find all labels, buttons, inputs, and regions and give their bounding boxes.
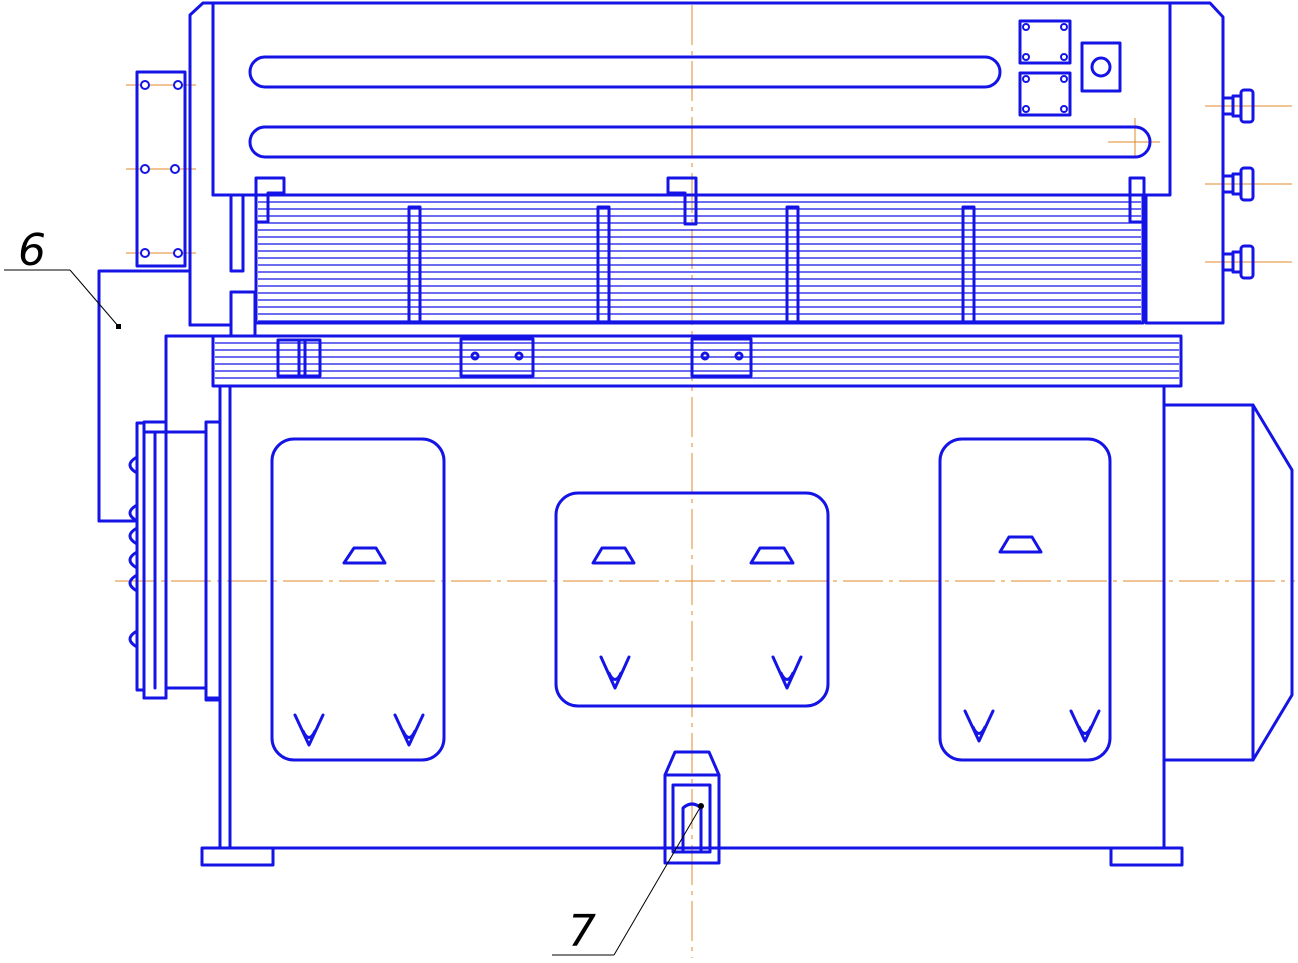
inspection-hatch-center xyxy=(554,491,830,708)
band-bracket-2 xyxy=(690,337,753,378)
ventilation-slot-lower xyxy=(248,125,1152,159)
fan-cover xyxy=(1162,403,1294,762)
lifting-hook-left xyxy=(254,176,286,224)
hatch-handle-2 xyxy=(591,546,636,565)
ventilation-slot-upper xyxy=(248,55,1002,89)
hatch-handle-4 xyxy=(998,535,1043,554)
top-cover xyxy=(188,1,1225,327)
band-bracket-1 xyxy=(459,337,535,378)
inspection-hatch-left xyxy=(270,437,446,762)
band-laminations xyxy=(215,342,1179,379)
inspection-hatch-right xyxy=(938,437,1112,762)
clamp-bar-1 xyxy=(407,205,422,324)
clamp-bar-3 xyxy=(785,205,800,324)
side-connectors xyxy=(1221,88,1255,280)
terminal-plate-2 xyxy=(1018,71,1072,117)
connector-3 xyxy=(1221,244,1255,280)
hatch-handle-3 xyxy=(749,546,795,565)
lifting-hook-right xyxy=(1128,176,1146,224)
core-laminations xyxy=(258,201,1141,322)
callout-6-label: 6 xyxy=(18,225,46,276)
gland-box xyxy=(1080,41,1122,93)
callout-7: 7 xyxy=(552,803,704,957)
connector-2 xyxy=(1221,166,1255,202)
end-plate xyxy=(229,193,245,273)
foot-left xyxy=(200,846,275,867)
hatch-latches xyxy=(293,655,1101,747)
foot-right xyxy=(1109,846,1184,867)
main-housing xyxy=(200,384,1184,867)
stator-core xyxy=(229,176,1146,338)
slip-ring-flange xyxy=(142,420,168,700)
gland-hole xyxy=(1090,56,1112,78)
clamp-bar-4 xyxy=(961,205,976,324)
callout-6: 6 xyxy=(4,225,121,329)
clamp-bar-2 xyxy=(596,205,611,324)
end-shield-ring xyxy=(204,420,222,700)
connector-1 xyxy=(1221,88,1255,124)
lifting-hook-center xyxy=(666,176,698,226)
callout-7-label: 7 xyxy=(568,906,596,957)
cable-pipe xyxy=(97,269,192,523)
terminal-plate-1 xyxy=(1018,19,1072,65)
mounting-plate xyxy=(135,70,187,268)
hatch-handle-1 xyxy=(342,546,387,565)
left-end xyxy=(97,70,232,702)
centerlines xyxy=(115,5,1295,958)
callout-6-dot xyxy=(116,324,121,329)
callout-7-dot xyxy=(698,803,704,809)
end-block xyxy=(229,290,257,338)
lower-band xyxy=(211,334,1183,388)
